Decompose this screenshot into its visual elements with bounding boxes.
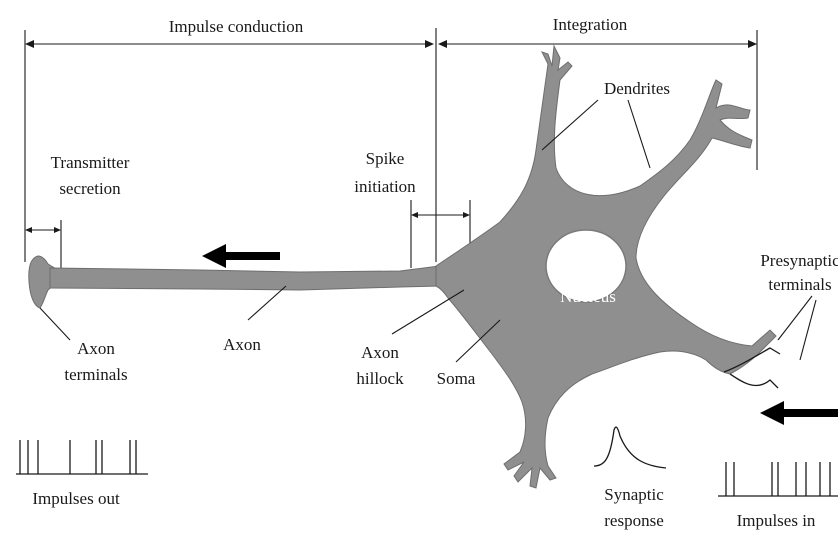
- presynaptic-label-line1: Presynaptic: [760, 251, 838, 270]
- input-arrow-icon: [760, 401, 838, 425]
- transmitter-label-line1: Transmitter: [51, 153, 130, 172]
- axon-hillock-label-line1: Axon: [361, 343, 399, 362]
- soma-label: Soma: [437, 369, 476, 388]
- impulses-in-trace: [718, 462, 838, 496]
- axon-terminals-label-line1: Axon: [77, 339, 115, 358]
- dendrites-leaders: [542, 100, 650, 168]
- synaptic-label-line1: Synaptic: [604, 485, 664, 504]
- spike-label-line2: initiation: [354, 177, 416, 196]
- synaptic-response-trace: [594, 427, 666, 468]
- nucleus-label: Nucleus: [560, 287, 616, 306]
- axon-label: Axon: [223, 335, 261, 354]
- axon-terminals-label-line2: terminals: [64, 365, 127, 384]
- neuron: [29, 46, 776, 488]
- dendrites-label: Dendrites: [604, 79, 670, 98]
- output-arrow-icon: [202, 244, 280, 268]
- impulses-out-label: Impulses out: [32, 489, 120, 508]
- impulse-conduction-label: Impulse conduction: [169, 17, 304, 36]
- integration-label: Integration: [553, 15, 628, 34]
- spike-label-line1: Spike: [366, 149, 405, 168]
- impulses-in-label: Impulses in: [737, 511, 816, 530]
- axon-hillock-label-line2: hillock: [356, 369, 404, 388]
- transmitter-label-line2: secretion: [59, 179, 121, 198]
- impulses-out-trace: [16, 440, 148, 474]
- impulse-conduction-bracket: [25, 28, 436, 262]
- presynaptic-label-line2: terminals: [768, 275, 831, 294]
- synaptic-label-line2: response: [604, 511, 663, 530]
- axon-shape: [50, 266, 440, 290]
